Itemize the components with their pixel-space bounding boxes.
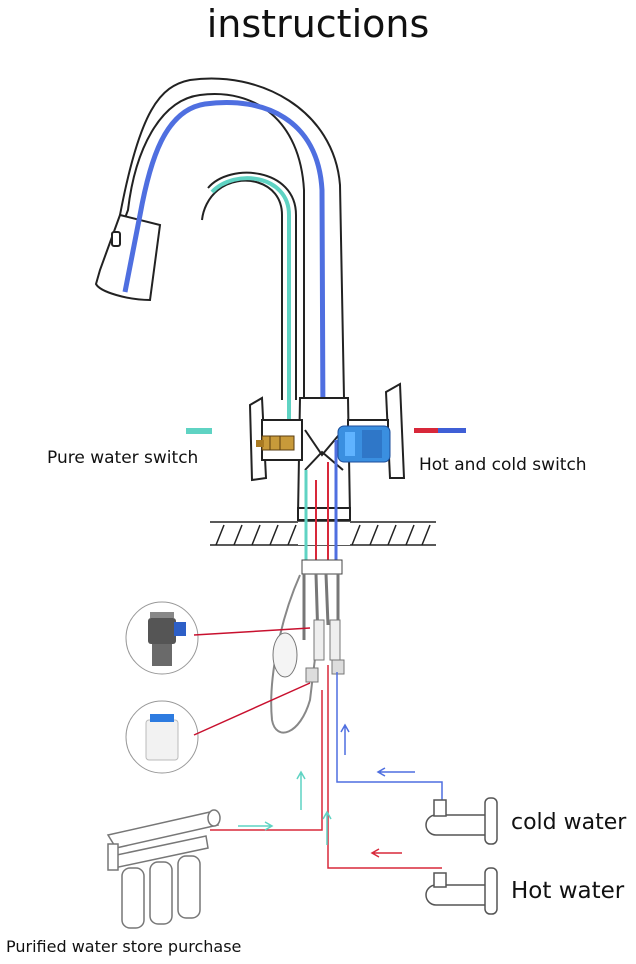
arrow-hot-up — [322, 810, 332, 845]
supply-lines — [210, 440, 443, 869]
angle-valve-icon — [425, 867, 498, 915]
cold-marker — [438, 428, 466, 433]
brass-cartridge-icon — [256, 435, 295, 451]
spray-button — [111, 231, 121, 247]
angle-valve-icon — [425, 797, 498, 845]
spray-head — [94, 213, 162, 302]
page-title: instructions — [206, 2, 430, 46]
spout-outline-inner — [118, 77, 345, 399]
mixed-water-line-spout — [122, 100, 326, 431]
arrow-pure-right — [238, 821, 274, 831]
hot-and-cold-switch-label: Hot and cold switch — [419, 455, 587, 475]
cold-water-label: cold water — [511, 810, 627, 835]
ro-filter-unit-icon — [106, 809, 221, 929]
pure-water-tube-outline-2 — [207, 171, 297, 400]
callout-line-2 — [193, 682, 311, 736]
pure-water-line-spout — [210, 176, 291, 440]
flow-arrows — [238, 723, 415, 858]
countertop — [210, 521, 436, 546]
arrow-hot-left — [370, 848, 402, 858]
hot-water-label: Hot water — [511, 878, 625, 904]
pure-water-marker — [186, 428, 212, 434]
purified-water-store-label: Purified water store purchase — [6, 937, 242, 956]
quick-connector-icon — [125, 601, 199, 675]
spout-outline-outer — [99, 93, 305, 398]
pure-water-switch-label: Pure water switch — [47, 448, 199, 468]
arrow-cold-left — [376, 767, 415, 777]
hot-marker — [414, 428, 438, 433]
push-fitting-icon — [125, 700, 199, 774]
ceramic-cartridge-icon — [337, 425, 391, 463]
arrow-cold-up — [340, 723, 350, 755]
weight-ball — [272, 632, 298, 678]
callout-line-1 — [193, 627, 311, 636]
pure-water-tube-outline — [201, 179, 283, 400]
arrow-pure-up — [296, 770, 306, 810]
